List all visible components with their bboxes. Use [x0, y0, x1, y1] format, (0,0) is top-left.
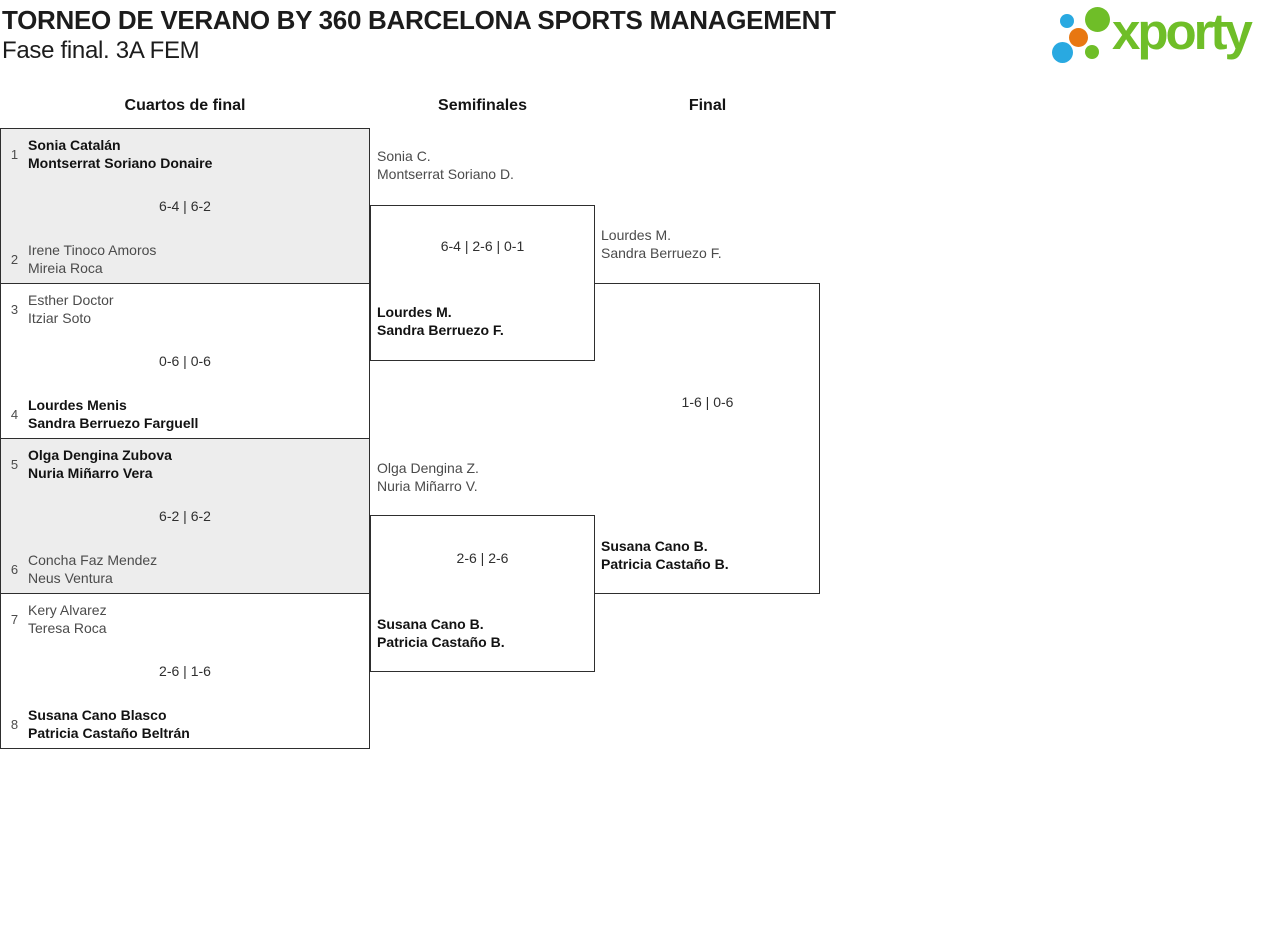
semifinal-2-team-top: Olga Dengina Z. Nuria Miñarro V.: [377, 460, 479, 494]
logo-dot-icon: [1085, 7, 1110, 32]
quarterfinal-match-2: 3 Esther Doctor Itziar Soto 0-6 | 0-6 4 …: [0, 283, 370, 439]
logo-dot-icon: [1085, 45, 1099, 59]
quarterfinal-match-4: 7 Kery Alvarez Teresa Roca 2-6 | 1-6 8 S…: [0, 593, 370, 749]
seed-number: 2: [10, 251, 19, 267]
final-bracket-box: [595, 283, 820, 594]
team-row: 7 Kery Alvarez Teresa Roca: [1, 601, 107, 637]
seed-number: 1: [10, 146, 19, 162]
semifinal-1-bracket-box: [370, 205, 595, 361]
seed-number: 6: [10, 561, 19, 577]
logo-wordmark: xporty: [1112, 3, 1253, 60]
semifinal-1-score: 6-4 | 2-6 | 0-1: [440, 238, 525, 254]
semifinal-1-team-top: Sonia C. Montserrat Soriano D.: [377, 148, 514, 182]
team-row: 2 Irene Tinoco Amoros Mireia Roca: [1, 241, 157, 277]
semifinal-2-team-bottom: Susana Cano B. Patricia Castaño B.: [377, 616, 505, 650]
team-row: 8 Susana Cano Blasco Patricia Castaño Be…: [1, 706, 190, 742]
round-header-semifinals: Semifinales: [438, 97, 527, 114]
team-row: 6 Concha Faz Mendez Neus Ventura: [1, 551, 157, 587]
team-names: Kery Alvarez Teresa Roca: [28, 602, 107, 636]
logo-dot-icon: [1060, 14, 1074, 28]
team-names: Esther Doctor Itziar Soto: [28, 292, 114, 326]
round-header-quarterfinals: Cuartos de final: [124, 97, 246, 114]
final-score: 1-6 | 0-6: [681, 394, 734, 410]
team-row: 3 Esther Doctor Itziar Soto: [1, 291, 114, 327]
team-row: 1 Sonia Catalán Montserrat Soriano Donai…: [1, 136, 213, 172]
seed-number: 4: [10, 406, 19, 422]
logo-dot-icon: [1052, 42, 1073, 63]
team-names: Susana Cano Blasco Patricia Castaño Belt…: [28, 707, 190, 741]
final-team-bottom: Susana Cano B. Patricia Castaño B.: [601, 538, 729, 572]
round-header-final: Final: [688, 97, 727, 114]
team-names: Lourdes Menis Sandra Berruezo Farguell: [28, 397, 199, 431]
team-row: 4 Lourdes Menis Sandra Berruezo Farguell: [1, 396, 199, 432]
seed-number: 5: [10, 456, 19, 472]
seed-number: 8: [10, 716, 19, 732]
quarterfinal-match-1: 1 Sonia Catalán Montserrat Soriano Donai…: [0, 128, 370, 284]
page-title: TORNEO DE VERANO BY 360 BARCELONA SPORTS…: [2, 5, 836, 35]
match-score: 6-4 | 6-2: [159, 198, 211, 214]
seed-number: 7: [10, 611, 19, 627]
team-names: Irene Tinoco Amoros Mireia Roca: [28, 242, 157, 276]
team-names: Sonia Catalán Montserrat Soriano Donaire: [28, 137, 213, 171]
match-score: 2-6 | 1-6: [159, 663, 211, 679]
team-names: Concha Faz Mendez Neus Ventura: [28, 552, 158, 586]
logo-dot-icon: [1069, 28, 1088, 47]
team-row: 5 Olga Dengina Zubova Nuria Miñarro Vera: [1, 446, 172, 482]
page-subtitle: Fase final. 3A FEM: [2, 37, 200, 64]
match-score: 0-6 | 0-6: [159, 353, 211, 369]
semifinal-1-team-bottom: Lourdes M. Sandra Berruezo F.: [377, 304, 504, 338]
seed-number: 3: [10, 301, 19, 317]
team-names: Olga Dengina Zubova Nuria Miñarro Vera: [28, 447, 172, 481]
semifinal-2-score: 2-6 | 2-6: [456, 550, 509, 566]
final-team-top: Lourdes M. Sandra Berruezo F.: [601, 227, 722, 261]
quarterfinal-match-3: 5 Olga Dengina Zubova Nuria Miñarro Vera…: [0, 438, 370, 594]
semifinal-2-bracket-box: [370, 515, 595, 672]
match-score: 6-2 | 6-2: [159, 508, 211, 524]
xporty-logo: xporty: [1050, 3, 1278, 70]
